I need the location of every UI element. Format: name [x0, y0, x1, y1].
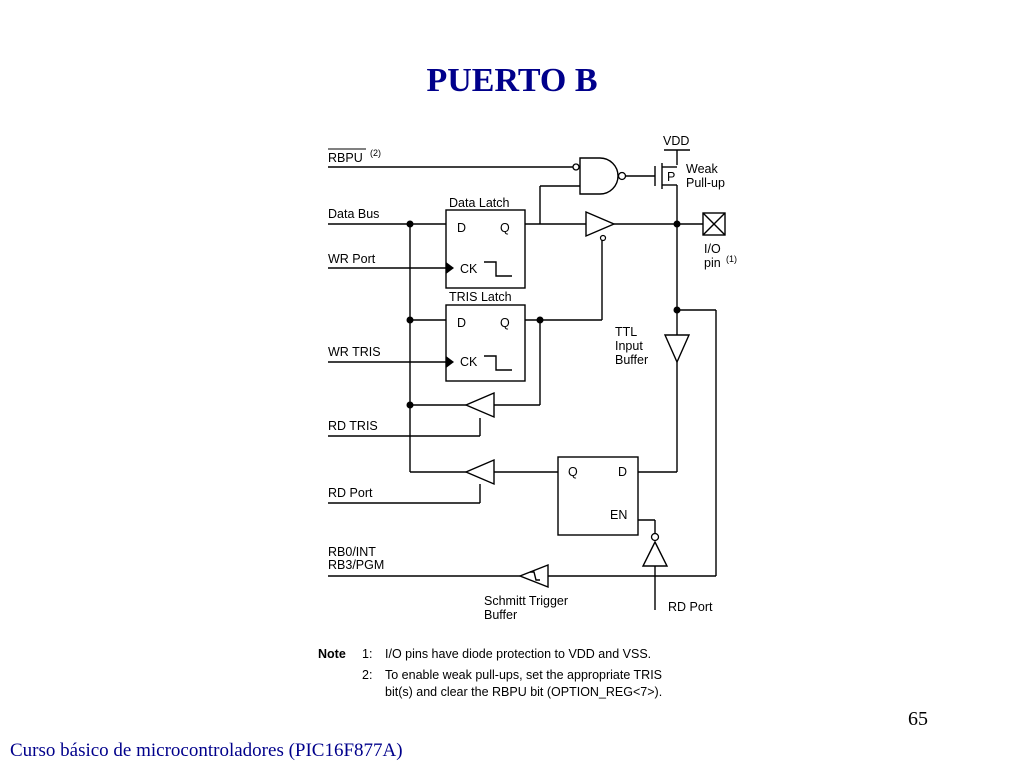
note-1-num: 1:: [362, 647, 372, 661]
ttl-label-3: Buffer: [615, 353, 648, 367]
signal-rd-port-label: RD Port: [328, 486, 373, 500]
pullup-transistor: P: [654, 163, 677, 189]
tris-latch-title: TRIS Latch: [449, 290, 512, 304]
slide-title: PUERTO B: [426, 62, 598, 99]
page-number: 65: [908, 708, 928, 730]
signal-rb0-int-label: RB0/INT: [328, 545, 376, 559]
ttl-input-buffer: [663, 334, 691, 364]
junction-dots: [406, 220, 681, 409]
tris-latch-ck: CK: [460, 355, 478, 369]
io-pin-note: (1): [726, 254, 737, 264]
signal-data-bus-label: Data Bus: [328, 207, 379, 221]
io-pin-label-1: I/O: [704, 242, 721, 256]
footer-course-title: Curso básico de microcontroladores (PIC1…: [10, 740, 403, 761]
nand-gate: [572, 157, 655, 195]
tris-latch: TRIS Latch D Q CK: [445, 290, 526, 382]
schmitt-label-2: Buffer: [484, 608, 517, 622]
data-latch-d: D: [457, 221, 466, 235]
transistor-p-label: P: [667, 170, 675, 184]
output-buffer: [585, 210, 616, 242]
note-2-text-1: To enable weak pull-ups, set the appropr…: [385, 668, 662, 682]
input-latch-d: D: [618, 465, 627, 479]
ttl-label-2: Input: [615, 339, 643, 353]
note-1-text: I/O pins have diode protection to VDD an…: [385, 647, 651, 661]
wires: [328, 149, 717, 610]
io-pin-symbol: [702, 212, 726, 236]
signal-rbpu-label: RBPU: [328, 151, 363, 165]
ttl-label-1: TTL: [615, 325, 637, 339]
signal-wr-tris-label: WR TRIS: [328, 345, 381, 359]
input-latch-q: Q: [568, 465, 578, 479]
notes-block: Note 1: I/O pins have diode protection t…: [318, 647, 662, 699]
input-latch-en: EN: [610, 508, 627, 522]
schmitt-label-1: Schmitt Trigger: [484, 594, 568, 608]
data-latch: Data Latch D Q CK: [445, 196, 526, 289]
data-latch-title: Data Latch: [449, 196, 510, 210]
tris-latch-q: Q: [500, 316, 510, 330]
io-pin-label-2: pin: [704, 256, 721, 270]
signal-wr-port-label: WR Port: [328, 252, 376, 266]
rd-port-buffer: [464, 458, 495, 486]
signal-rbpu-note: (2): [370, 148, 381, 158]
vdd-label: VDD: [663, 134, 689, 148]
signal-rd-tris-label: RD TRIS: [328, 419, 378, 433]
schmitt-trigger-buffer: [518, 563, 549, 589]
data-latch-q: Q: [500, 221, 510, 235]
rd-tris-buffer: [464, 391, 495, 419]
signal-rb3-pgm-label: RB3/PGM: [328, 558, 384, 572]
rd-port-inverter: [641, 532, 669, 567]
tris-latch-d: D: [457, 316, 466, 330]
data-latch-ck: CK: [460, 262, 478, 276]
rd-port-bottom-label: RD Port: [668, 600, 713, 614]
weak-pullup-label-1: Weak: [686, 162, 718, 176]
note-heading: Note: [318, 647, 346, 661]
weak-pullup-label-2: Pull-up: [686, 176, 725, 190]
note-2-text-2: bit(s) and clear the RBPU bit (OPTION_RE…: [385, 685, 662, 699]
note-2-num: 2:: [362, 668, 372, 682]
input-latch: Q D EN: [557, 456, 639, 536]
